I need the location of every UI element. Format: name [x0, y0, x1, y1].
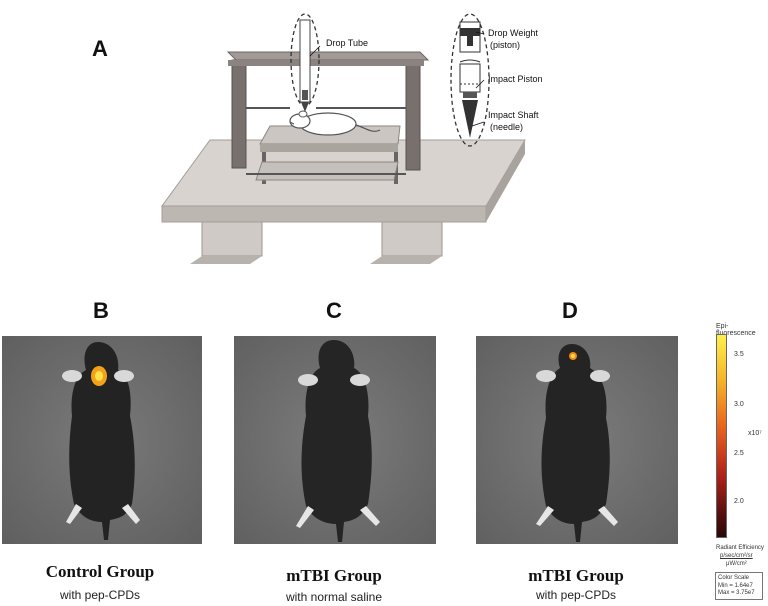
- panel-b-letter: B: [93, 298, 109, 323]
- color-scale-min: Min = 1.64e7: [718, 583, 753, 589]
- mouse-illustration: [289, 110, 381, 136]
- frame-post-right: [405, 59, 421, 171]
- base-platform-front: [161, 205, 487, 223]
- frame-top-beam: [226, 51, 430, 61]
- label-impact-piston: Impact Piston: [488, 74, 543, 84]
- panel-d-letter: D: [562, 298, 578, 323]
- frame-top-beam-front: [228, 60, 424, 66]
- colorbar-units-den: μW/cm²: [726, 561, 747, 567]
- mouse-photo-mtbi-pep: [476, 336, 678, 544]
- drop-tube: [299, 19, 311, 103]
- base-leg-left: [201, 217, 263, 257]
- colorbar-tick-3-0: 3.0: [734, 401, 744, 408]
- colorbar-units-num: p/sec/cm²/sr: [720, 553, 753, 559]
- frame-post-left: [231, 59, 247, 169]
- colorbar-title: Epi-fluorescence: [716, 323, 756, 337]
- caption-group-c: mTBI Group: [286, 566, 382, 585]
- color-scale-title: Color Scale: [718, 575, 750, 581]
- panel-c-letter: C: [326, 298, 342, 323]
- colorbar-units-label: Radiant Efficiency: [716, 545, 764, 551]
- lower-shelf: [255, 161, 399, 181]
- colorbar-gradient: [716, 334, 727, 538]
- caption-sub-b: with pep-CPDs: [59, 588, 141, 602]
- colorbar-tick-2-0: 2.0: [734, 498, 744, 505]
- caption-group-d: mTBI Group: [528, 566, 624, 585]
- caption-group-b: Control Group: [45, 562, 155, 581]
- label-drop-weight: Drop Weight: [488, 28, 538, 38]
- label-drop-weight-sub: (piston): [490, 40, 521, 50]
- base-leg-right-shadow: [370, 256, 442, 264]
- panel-a-letter: A: [92, 36, 108, 61]
- colorbar-exponent: x10⁷: [748, 430, 762, 437]
- mouse-photo-control: [2, 336, 202, 544]
- label-impact-shaft: Impact Shaft: [488, 110, 539, 120]
- color-scale-max: Max = 3.75e7: [718, 590, 755, 596]
- caption-sub-c: with normal saline: [285, 590, 383, 604]
- label-impact-shaft-sub: (needle): [490, 122, 524, 132]
- colorbar-tick-2-5: 2.5: [734, 450, 744, 457]
- label-drop-tube: Drop Tube: [326, 38, 369, 48]
- color-scale-box: Color Scale Min = 1.64e7 Max = 3.75e7: [715, 572, 763, 600]
- colorbar-tick-3-5: 3.5: [734, 351, 744, 358]
- base-leg-left-shadow: [190, 256, 262, 264]
- drop-apparatus-diagram: [161, 13, 526, 264]
- inset-outline: [450, 13, 490, 147]
- base-platform-side: [486, 140, 525, 222]
- base-leg-right: [381, 217, 443, 257]
- mouse-photo-mtbi-saline: [234, 336, 436, 544]
- caption-sub-d: with pep-CPDs: [535, 588, 617, 602]
